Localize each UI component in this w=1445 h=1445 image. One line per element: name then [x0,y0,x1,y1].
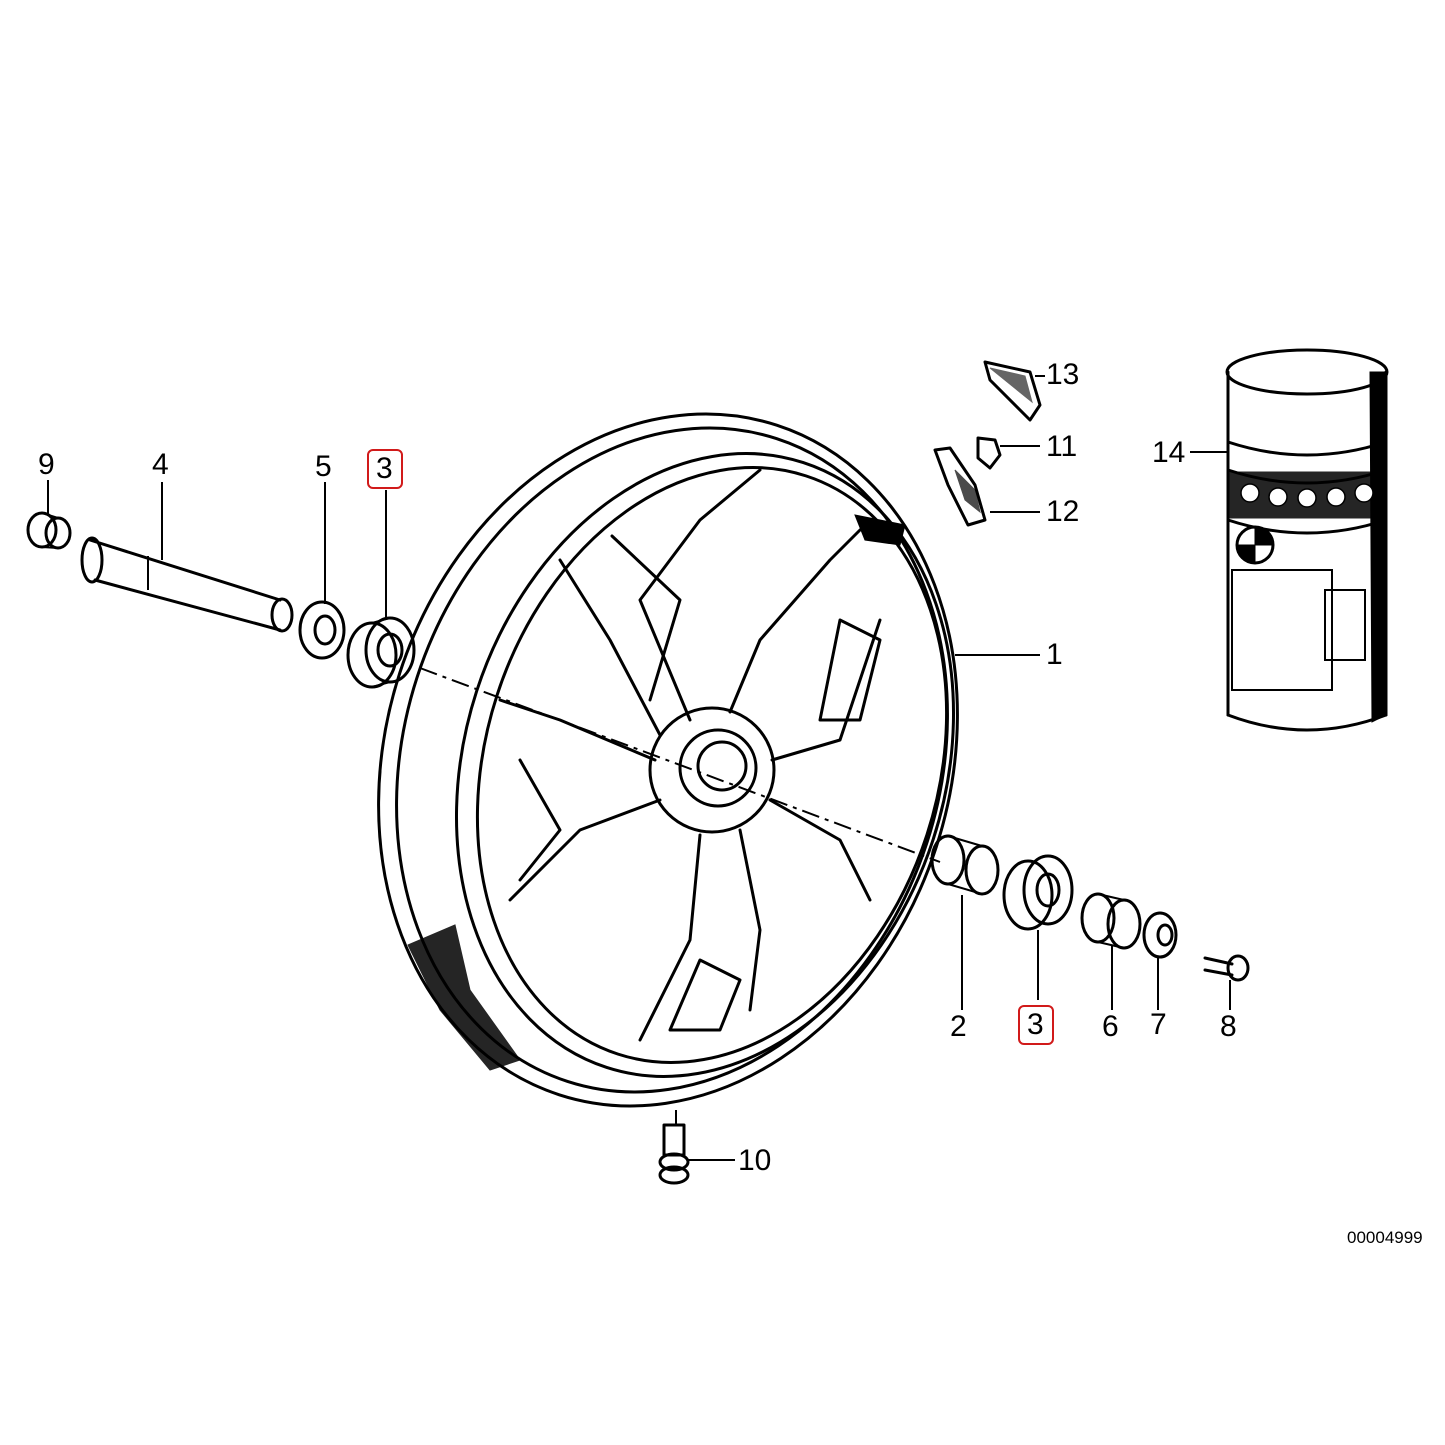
label-part-1: 1 [1046,638,1063,671]
diagram-reference-number: 00004999 [1347,1228,1423,1247]
label-part-10: 10 [738,1144,772,1177]
label-part-5: 5 [315,450,332,483]
part-14-paint-can [1225,348,1389,732]
label-part-3-left: 3 [376,452,393,485]
leader-lines [47,375,1231,1161]
part-11-clip [976,436,1002,470]
label-part-2: 2 [950,1010,967,1043]
label-part-7: 7 [1150,1008,1167,1041]
highlight-box-part-3-left [367,449,403,489]
highlight-box-part-3-right [1018,1005,1054,1045]
label-part-13: 13 [1046,358,1080,391]
label-part-6: 6 [1102,1010,1119,1043]
label-part-9: 9 [38,448,55,481]
label-part-12: 12 [1046,495,1080,528]
part-5-seal [298,600,346,660]
part-13-weight [983,360,1042,422]
part-7-washer [1142,911,1178,959]
label-part-4: 4 [152,448,169,481]
label-part-3-right: 3 [1027,1008,1044,1041]
wheel [377,412,959,1108]
part-9-nut [26,511,72,550]
part-4-axle [80,536,294,633]
part-12-weight [933,446,987,527]
part-3-bearing-right [1002,854,1074,931]
label-part-8: 8 [1220,1010,1237,1043]
label-part-11: 11 [1046,430,1078,463]
part-8-bolt [1203,954,1250,982]
label-part-14: 14 [1152,436,1186,469]
part-6-bushing [1080,892,1142,950]
part-2-spacer [930,834,1000,896]
part-10-valve [658,1123,690,1185]
part-3-bearing-left [346,616,416,689]
